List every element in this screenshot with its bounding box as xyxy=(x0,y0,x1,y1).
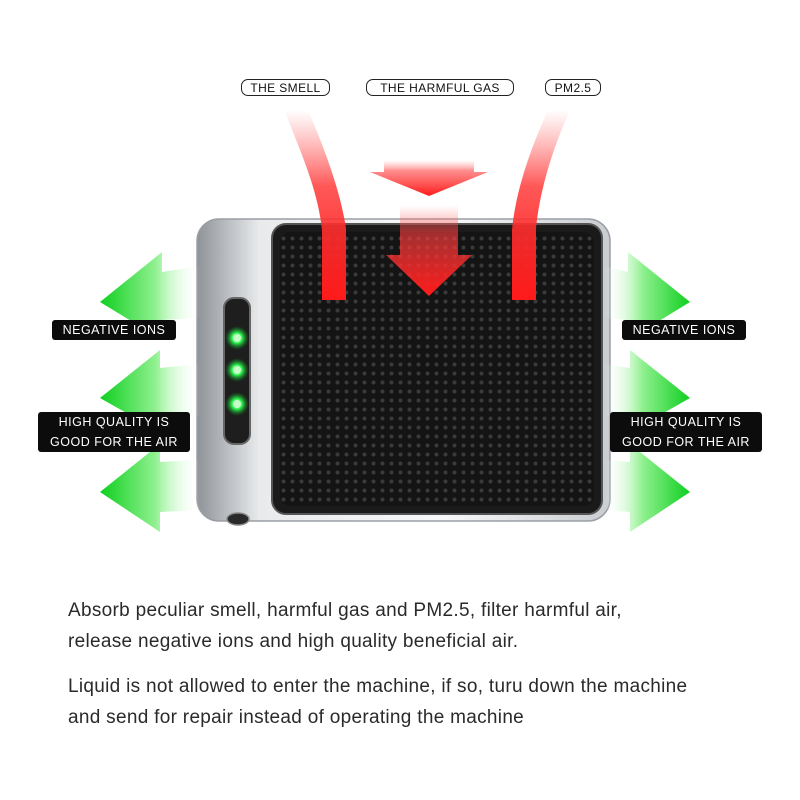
description-line-1: Absorb peculiar smell, harmful gas and P… xyxy=(68,600,622,621)
right-arrow-icon xyxy=(604,444,690,532)
harmful-gas-arrow-icon-lower xyxy=(386,205,472,296)
description-line-2: release negative ions and high quality b… xyxy=(68,631,519,652)
right-negative-ions-label: NEGATIVE IONS xyxy=(622,320,746,340)
right-high-quality-label: HIGH QUALITY IS GOOD FOR THE AIR xyxy=(610,412,762,452)
harmful-gas-arrow-icon-upper xyxy=(370,160,488,196)
left-negative-ions-label: NEGATIVE IONS xyxy=(52,320,176,340)
left-arrow-icon xyxy=(100,252,200,340)
pm25-intake-arrow-icon xyxy=(512,110,570,300)
left-arrow-icon xyxy=(100,444,200,532)
description-line-4: and send for repair instead of operating… xyxy=(68,707,525,728)
description-line-3: Liquid is not allowed to enter the machi… xyxy=(68,676,688,697)
smell-intake-arrow-icon xyxy=(284,110,346,300)
power-port-icon xyxy=(226,512,250,526)
label-the-smell: THE SMELL xyxy=(241,79,330,96)
intake-arrows xyxy=(284,110,570,300)
air-purifier-device xyxy=(196,218,611,526)
label-harmful-gas: THE HARMFUL GAS xyxy=(366,79,514,96)
left-output-arrows xyxy=(100,252,200,532)
right-arrow-icon xyxy=(604,252,690,340)
left-arrow-icon xyxy=(100,350,200,432)
right-output-arrows xyxy=(604,252,690,532)
label-pm25: PM2.5 xyxy=(545,79,601,96)
left-high-quality-label: HIGH QUALITY IS GOOD FOR THE AIR xyxy=(38,412,190,452)
right-arrow-icon xyxy=(604,350,690,432)
